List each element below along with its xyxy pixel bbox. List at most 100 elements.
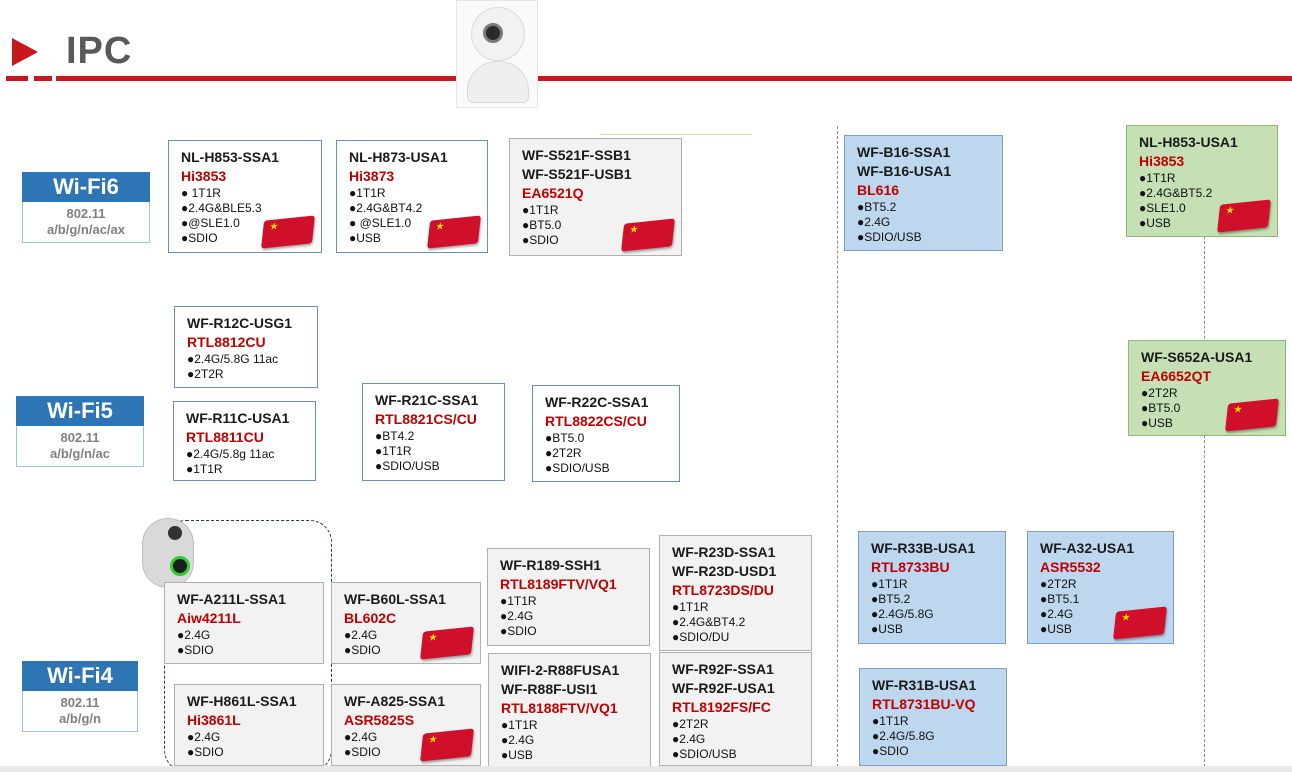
spec-item: ●SDIO/USB (672, 747, 737, 761)
chip-name: BL602C (344, 610, 397, 626)
spec-item: ●1T1R (1139, 171, 1176, 185)
spec-item: ●2.4G/5.8G (871, 607, 934, 621)
china-flag-icon: ★ (261, 215, 315, 249)
ipc-camera-icon (456, 0, 538, 108)
spec-item: ●BT5.0 (522, 218, 562, 232)
module-model: WF-A32-USA1 (1040, 540, 1135, 556)
spec-item: ●SLE1.0 (1139, 201, 1186, 215)
spec-item: ●2T2R (187, 367, 224, 381)
spec-item: ● @SLE1.0 (349, 216, 412, 230)
spec-item: ●2.4G (1040, 607, 1074, 621)
spec-item: ●2.4G (500, 609, 534, 623)
chip-name: RTL8733BU (871, 559, 950, 575)
spec-item: ●USB (349, 231, 381, 245)
robot-camera-icon (142, 518, 194, 588)
spec-item: ●SDIO (500, 624, 537, 638)
spec-item: ●1T1R (871, 577, 908, 591)
module-model: WF-R33B-USA1 (871, 540, 976, 556)
chip-name: RTL8192FS/FC (672, 699, 771, 715)
spec-item: ●1T1R (672, 600, 709, 614)
module-model: WF-A825-SSA1 (344, 693, 446, 709)
spec-item: ●1T1R (349, 186, 386, 200)
header-arrow-icon (12, 38, 38, 66)
spec-item: ●SDIO/USB (375, 459, 440, 473)
china-flag-icon: ★ (427, 215, 481, 249)
spec-item: ●2T2R (672, 717, 709, 731)
module-model: WF-R92F-SSA1 (672, 661, 774, 677)
china-flag-icon: ★ (420, 626, 474, 660)
module-model: NL-H853-USA1 (1139, 134, 1238, 150)
spec-item: ●SDIO/USB (857, 230, 922, 244)
footer-line (0, 766, 1292, 772)
spec-item: ●USB (1141, 416, 1173, 430)
chip-name: Hi3861L (187, 712, 241, 728)
spec-item: ●2.4G (672, 732, 706, 746)
spec-item: ●2.4G (187, 730, 221, 744)
spec-item: ●2.4G (344, 730, 378, 744)
module-model: WF-R189-SSH1 (500, 557, 602, 573)
module-model: WIFI-2-R88FUSA1 (501, 662, 620, 678)
spec-item: ●SDIO (344, 643, 381, 657)
spec-item: ●2.4G/5.8G 11ac (187, 352, 279, 366)
chip-name: EA6521Q (522, 185, 584, 201)
spec-item: ●BT5.1 (1040, 592, 1080, 606)
spec-item: ●@SLE1.0 (181, 216, 240, 230)
spec-item: ●2.4G (501, 733, 535, 747)
chip-name: RTL8811CU (186, 429, 264, 445)
spec-item: ● 1T1R (181, 186, 221, 200)
module-model: WF-R22C-SSA1 (545, 394, 649, 410)
spec-item: ●2.4G&BLE5.3 (181, 201, 262, 215)
spec-item: ●USB (871, 622, 903, 636)
module-model: WF-R23D-USD1 (672, 563, 777, 579)
spec-item: ●SDIO (522, 233, 559, 247)
spec-item: ●BT5.0 (545, 431, 585, 445)
chip-name: RTL8812CU (187, 334, 266, 350)
spec-item: ●SDIO (187, 745, 224, 759)
module-model: WF-A211L-SSA1 (177, 591, 286, 607)
chip-name: RTL8723DS/DU (672, 582, 774, 598)
spec-item: ●SDIO (344, 745, 381, 759)
module-model: WF-S521F-SSB1 (522, 147, 631, 163)
module-model: WF-R92F-USA1 (672, 680, 775, 696)
module-model: WF-R21C-SSA1 (375, 392, 479, 408)
module-model: WF-R88F-USI1 (501, 681, 598, 697)
module-model: WF-S652A-USA1 (1141, 349, 1253, 365)
chip-name: ASR5532 (1040, 559, 1101, 575)
spec-item: ●1T1R (500, 594, 537, 608)
spec-item: ●1T1R (186, 462, 223, 476)
module-model: NL-H873-USA1 (349, 149, 448, 165)
spec-item: ●USB (1040, 622, 1072, 636)
spec-item: ●2T2R (1040, 577, 1077, 591)
module-model: WF-H861L-SSA1 (187, 693, 297, 709)
chip-name: Hi3853 (1139, 153, 1185, 169)
spec-item: ●2T2R (1141, 386, 1178, 400)
spec-item: ●1T1R (501, 718, 538, 732)
module-model: NL-H853-SSA1 (181, 149, 280, 165)
module-model: WF-B60L-SSA1 (344, 591, 446, 607)
china-flag-icon: ★ (420, 728, 474, 762)
china-flag-icon: ★ (1225, 398, 1279, 432)
spec-item: ●SDIO/DU (672, 630, 730, 644)
china-flag-icon: ★ (1113, 606, 1167, 640)
spec-item: ●2.4G/5.8G (872, 729, 935, 743)
spec-item: ●2.4G/5.8g 11ac (186, 447, 275, 461)
header-bar-left-2 (34, 76, 52, 81)
module-model: WF-B16-USA1 (857, 163, 952, 179)
